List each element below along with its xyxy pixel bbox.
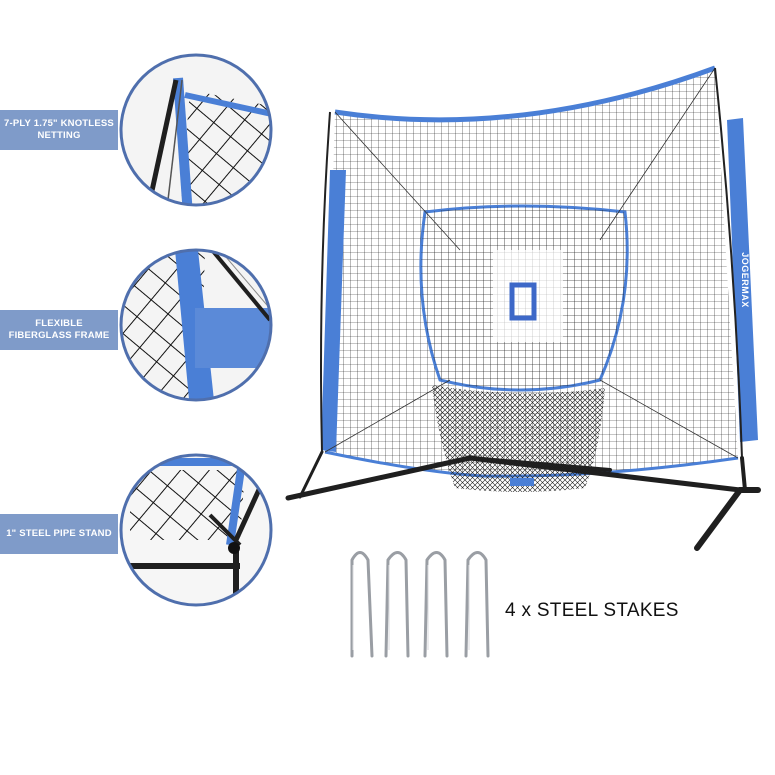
label-knotless-netting: 7-PLY 1.75" KNOTLESS NETTING xyxy=(0,110,118,150)
right-sleeve xyxy=(727,118,758,442)
left-sleeve xyxy=(321,170,346,452)
callout-ring-2 xyxy=(119,248,273,402)
label-fiberglass-frame: FLEXIBLE FIBERGLASS FRAME xyxy=(0,310,118,350)
steel-stand xyxy=(285,450,761,551)
stake-3 xyxy=(423,551,449,658)
callout-steel-pipe xyxy=(119,453,273,607)
net-top-binding xyxy=(334,65,716,123)
strike-zone-target xyxy=(509,282,537,321)
stake-4 xyxy=(464,551,490,658)
stake-1 xyxy=(350,551,374,658)
label-steel-pipe-stand: 1" STEEL PIPE STAND xyxy=(0,514,118,554)
callout-ring-1 xyxy=(119,53,273,207)
callout-fiberglass xyxy=(119,248,273,402)
label-steel-stakes: 4 x STEEL STAKES xyxy=(505,600,679,621)
brand-right: JOGERMAX xyxy=(740,252,750,308)
ball-pocket xyxy=(432,385,605,492)
steel-stakes xyxy=(350,551,490,658)
batting-net: JOGERMAX JOGERMAX xyxy=(312,65,758,492)
stake-2 xyxy=(384,551,410,658)
callout-ring-3 xyxy=(119,453,273,607)
brand-left: JOGERMAX xyxy=(312,272,322,328)
callout-netting xyxy=(119,53,273,207)
